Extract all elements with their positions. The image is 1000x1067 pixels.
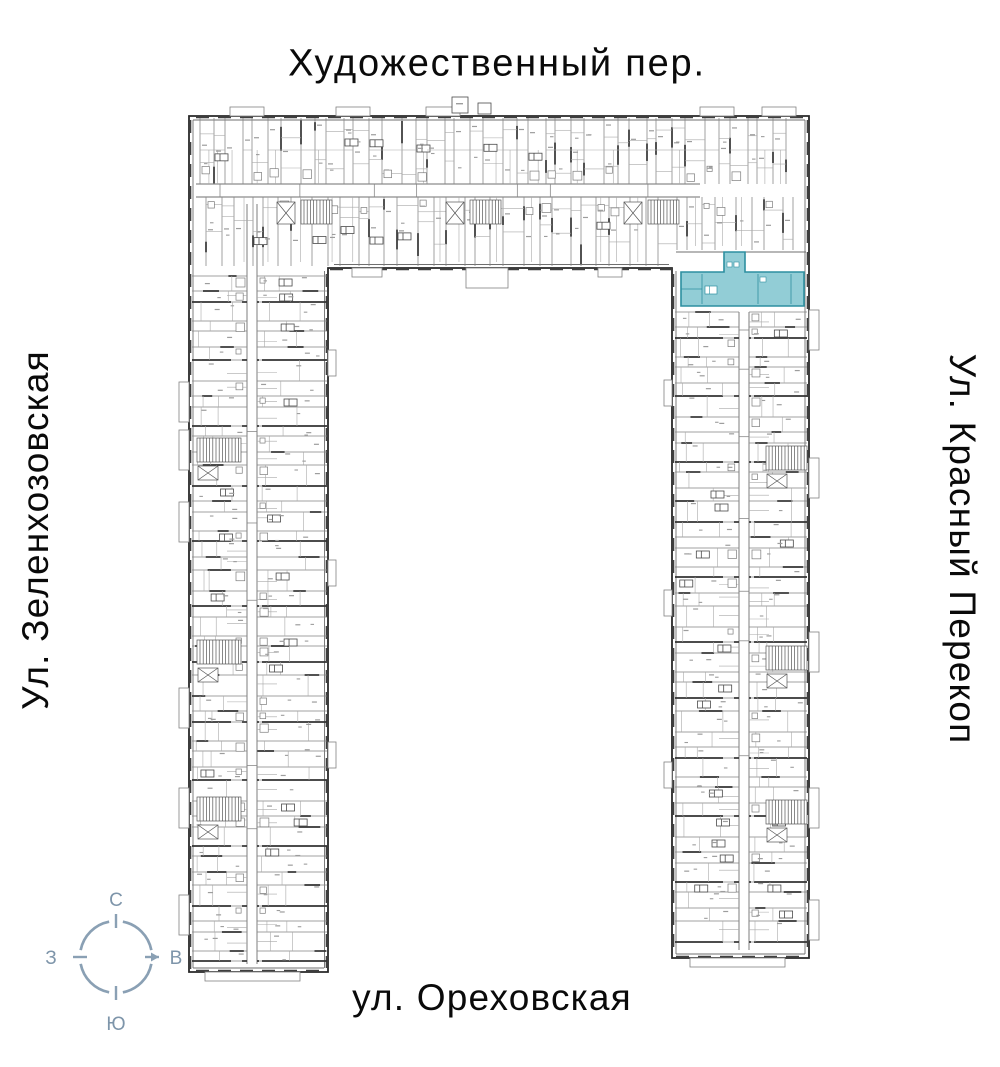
selected-apartment-rooms bbox=[681, 261, 792, 304]
street-label-bottom: ул. Ореховская bbox=[352, 977, 632, 1018]
street-label-left: Ул. Зеленхозовская bbox=[15, 350, 56, 710]
compass-north-label: С bbox=[109, 890, 123, 911]
compass-rose: С Ю З В bbox=[45, 890, 182, 1035]
plan-graphics bbox=[178, 96, 820, 982]
street-label-top: Художественный пер. bbox=[288, 42, 706, 85]
compass-south-label: Ю bbox=[106, 1014, 125, 1035]
selected-apartment[interactable] bbox=[680, 251, 805, 307]
street-label-right: Ул. Красный Перекоп bbox=[942, 353, 983, 745]
compass-east-label: В bbox=[170, 948, 183, 969]
compass-west-label: З bbox=[45, 948, 56, 969]
